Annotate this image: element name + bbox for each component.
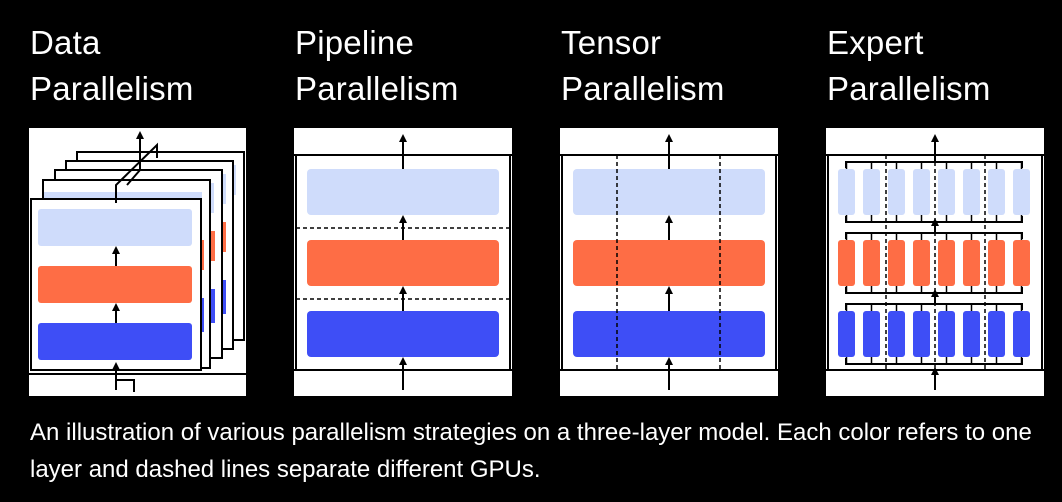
expert-block-layer-3 <box>888 311 905 357</box>
layer-3-block <box>38 323 192 360</box>
expert-block-layer-3 <box>988 311 1005 357</box>
layer-1-block <box>573 169 765 215</box>
title-expert-parallelism: Expert Parallelism <box>827 24 991 107</box>
expert-block-layer-1 <box>888 169 905 215</box>
layer-1-block <box>38 209 192 246</box>
expert-block-layer-3 <box>913 311 930 357</box>
expert-block-layer-3 <box>838 311 855 357</box>
expert-block-layer-2 <box>963 240 980 286</box>
figure-caption: An illustration of various parallelism s… <box>30 419 1032 483</box>
expert-block-layer-3 <box>863 311 880 357</box>
expert-block-layer-1 <box>863 169 880 215</box>
expert-layers <box>838 134 1030 390</box>
expert-block-layer-3 <box>1013 311 1030 357</box>
layer-3-block <box>573 311 765 357</box>
expert-block-layer-2 <box>863 240 880 286</box>
expert-block-layer-2 <box>913 240 930 286</box>
title-pipeline-parallelism: Pipeline Parallelism <box>295 24 459 107</box>
panel-pipeline-parallelism <box>294 128 512 396</box>
expert-block-layer-1 <box>1013 169 1030 215</box>
panel-tensor-parallelism <box>560 128 778 396</box>
expert-block-layer-2 <box>888 240 905 286</box>
expert-block-layer-3 <box>938 311 955 357</box>
expert-block-layer-1 <box>963 169 980 215</box>
title-data-parallelism: Data Parallelism <box>30 24 194 107</box>
panel-data-parallelism <box>29 128 246 396</box>
expert-block-layer-1 <box>938 169 955 215</box>
expert-block-layer-3 <box>963 311 980 357</box>
expert-block-layer-1 <box>838 169 855 215</box>
expert-block-layer-1 <box>988 169 1005 215</box>
expert-block-layer-1 <box>913 169 930 215</box>
layer-2-block <box>38 266 192 303</box>
layer-1-block <box>307 169 499 215</box>
layer-2-block <box>573 240 765 286</box>
expert-block-layer-2 <box>988 240 1005 286</box>
layer-3-block <box>307 311 499 357</box>
layer-2-block <box>307 240 499 286</box>
expert-block-layer-2 <box>838 240 855 286</box>
expert-block-layer-2 <box>938 240 955 286</box>
panel-expert-parallelism <box>826 128 1044 396</box>
title-tensor-parallelism: Tensor Parallelism <box>561 24 725 107</box>
expert-block-layer-2 <box>1013 240 1030 286</box>
